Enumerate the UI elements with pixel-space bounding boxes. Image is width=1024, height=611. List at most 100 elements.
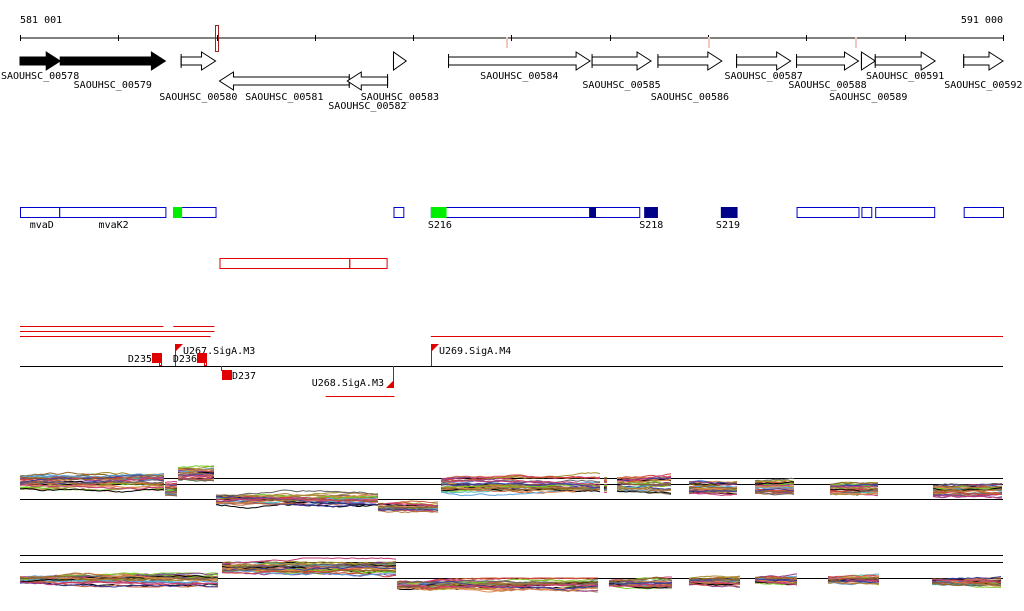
expression-series <box>932 491 1003 496</box>
expression-series <box>931 580 1002 584</box>
expression-series <box>754 479 795 483</box>
expression-series <box>617 476 672 482</box>
expression-series <box>827 574 880 578</box>
expression-series <box>164 485 177 487</box>
expression-series <box>932 486 1003 492</box>
expression-series <box>608 582 673 589</box>
gene-label: SAOUHSC_00583 <box>361 92 439 103</box>
expression-series <box>827 575 880 580</box>
gene-arrow <box>796 51 860 71</box>
expression-series <box>216 497 379 503</box>
gene-label: SAOUHSC_00585 <box>582 80 660 91</box>
expression-series <box>689 480 738 486</box>
expression-series <box>616 481 672 486</box>
operon-feature <box>591 207 641 218</box>
expression-series <box>440 487 601 492</box>
promoter-block <box>222 370 232 380</box>
expression-series <box>829 486 879 490</box>
expression-series <box>603 483 608 486</box>
expression-series <box>754 486 795 489</box>
promoter-label: D235 <box>128 354 152 365</box>
gene-label: SAOUHSC_00587 <box>724 71 802 82</box>
axis-marker <box>708 37 710 48</box>
expression-series <box>754 491 795 496</box>
operon-feature <box>173 207 217 218</box>
promoter-label: U267.SigA.M3 <box>183 346 255 357</box>
promoter-tick <box>159 362 162 366</box>
expression-series <box>827 581 880 585</box>
promoter-marker: D237 <box>221 366 256 382</box>
promoter-label: U269.SigA.M4 <box>439 346 511 357</box>
expression-series <box>754 488 795 492</box>
operon-box <box>591 207 641 218</box>
expression-track-plus <box>19 465 1003 514</box>
expression-series <box>754 481 795 486</box>
expression-series <box>396 577 598 583</box>
expression-series <box>616 486 672 492</box>
expression-series <box>829 485 879 488</box>
gene-feature: SAOUHSC_00581 <box>218 71 350 103</box>
expression-series <box>829 492 879 495</box>
gene-feature: SAOUHSC_00586 <box>651 51 729 103</box>
gene-label: SAOUHSC_00592 <box>944 80 1022 91</box>
operon-box <box>393 207 405 218</box>
operon-label: mvaK2 <box>99 220 129 231</box>
expression-series <box>688 490 738 493</box>
promoter-label: U268.SigA.M3 <box>312 378 384 389</box>
expression-series <box>221 567 397 574</box>
operon-dark-block <box>644 207 658 218</box>
operon-feature <box>59 207 167 218</box>
gene-feature: SAOUHSC_00579 <box>59 51 167 91</box>
antisense-box <box>349 258 388 269</box>
promoter-label: D236 <box>173 354 197 365</box>
expression-series <box>19 478 165 485</box>
expression-series <box>688 482 738 487</box>
expression-series <box>177 465 215 470</box>
operon-green-block <box>430 207 447 218</box>
gene-arrow <box>874 51 937 71</box>
expression-series <box>177 477 215 480</box>
gene-label: SAOUHSC_00582 <box>328 101 406 112</box>
gene-feature: SAOUHSC_00580 <box>159 51 237 103</box>
expression-series <box>177 474 215 479</box>
expression-series <box>608 579 672 583</box>
expression-series <box>931 582 1002 587</box>
expression-series <box>177 472 215 476</box>
expression-series <box>19 483 165 491</box>
expression-series <box>608 579 673 584</box>
expression-series <box>754 579 798 584</box>
expression-series <box>377 508 439 512</box>
gene-label: SAOUHSC_00584 <box>480 71 558 82</box>
operon-feature <box>875 207 936 218</box>
axis-marker <box>506 37 508 48</box>
expression-series <box>164 487 178 490</box>
gene-feature: SAOUHSC_00578 <box>1 51 79 82</box>
promoter-flag <box>431 344 439 352</box>
gene-arrow <box>392 51 408 71</box>
expression-series <box>688 575 741 579</box>
expression-series <box>754 579 798 586</box>
expression-series <box>829 481 879 485</box>
axis-marker <box>855 37 857 48</box>
expression-series <box>932 485 1003 489</box>
promoter-block <box>152 353 162 363</box>
expression-series <box>221 562 397 570</box>
expression-series <box>932 482 1003 487</box>
promoter-flag <box>175 344 183 352</box>
expression-series <box>177 473 215 476</box>
expression-series <box>603 485 608 488</box>
expression-series <box>377 502 439 507</box>
gene-arrow <box>736 51 792 71</box>
antisense-track <box>219 258 388 269</box>
promoter-tick <box>204 362 207 366</box>
gene-feature: SAOUHSC_00582 <box>328 71 407 112</box>
operon-feature <box>963 207 1005 218</box>
expression-series <box>215 501 379 508</box>
gene-arrow <box>657 51 723 71</box>
expression-series <box>164 490 178 493</box>
expression-series <box>689 581 741 586</box>
expression-series <box>164 480 178 483</box>
